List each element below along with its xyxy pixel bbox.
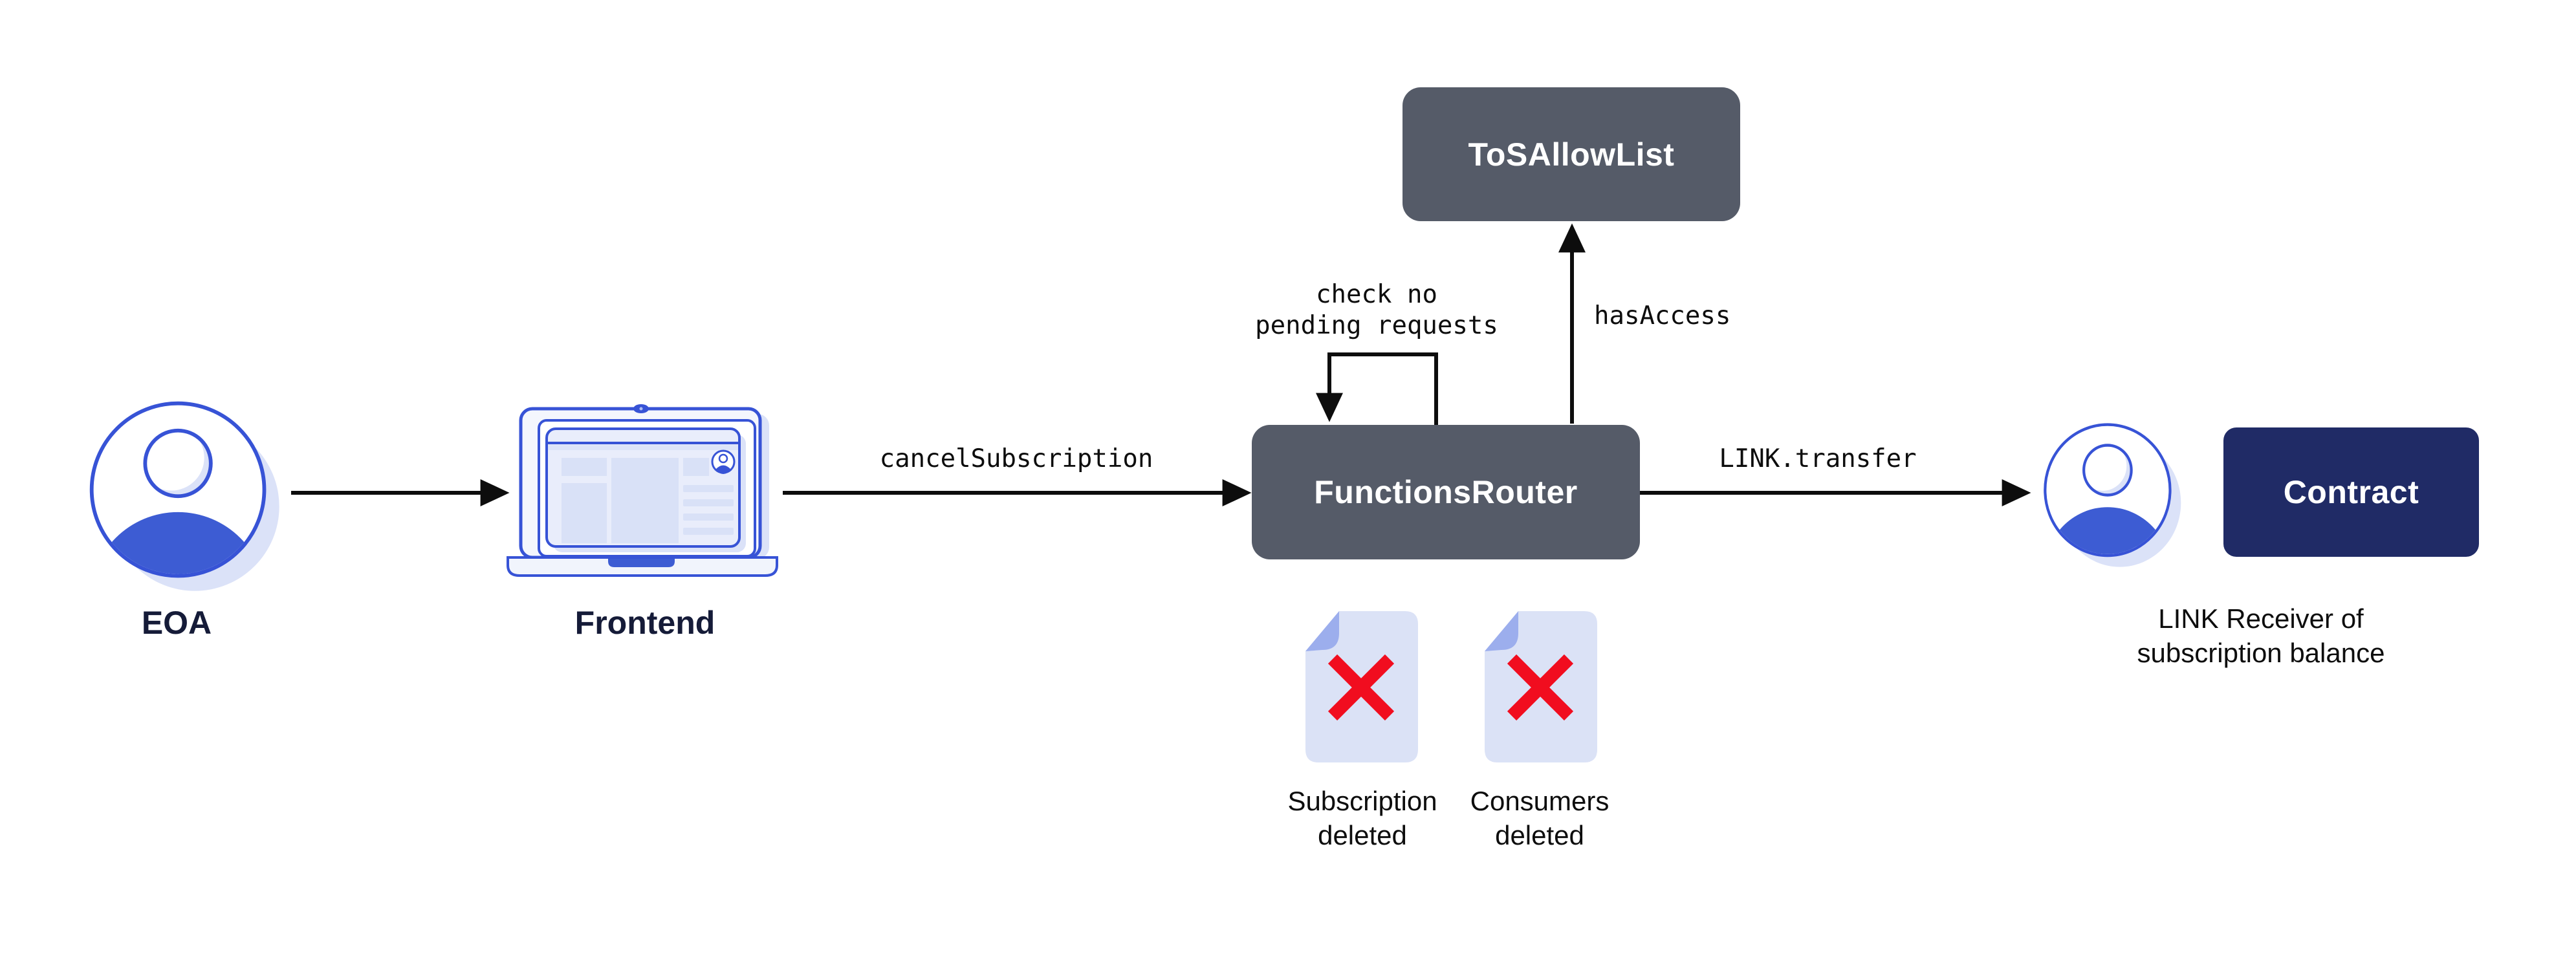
edge-label-has-access: hasAccess (1594, 301, 1731, 330)
consumers-deleted-caption: Consumers deleted (1470, 786, 1610, 850)
link-receiver-caption: LINK Receiver of subscription balance (2137, 603, 2385, 668)
subscription-deleted-caption: Subscription deleted (1287, 786, 1437, 850)
functions-router-label: FunctionsRouter (1314, 474, 1578, 510)
contract-label: Contract (2283, 474, 2419, 510)
tos-allow-list-label: ToSAllowList (1468, 136, 1675, 173)
node-contract: Contract (2223, 427, 2479, 557)
laptop-browser-icon (507, 404, 778, 577)
document-with-red-x-icon (1305, 611, 1418, 762)
edge-label-link-transfer: LINK.transfer (1719, 444, 1917, 473)
edge-label-cancel-subscription: cancelSubscription (879, 444, 1153, 473)
node-tos-allow-list: ToSAllowList (1403, 87, 1740, 221)
eoa-label: EOA (141, 605, 212, 641)
frontend-label: Frontend (574, 605, 715, 641)
edge-label-check-no-pending-requests: check no pending requests (1255, 280, 1498, 340)
arrow-router-self-loop (1316, 352, 1438, 425)
node-functions-router: FunctionsRouter (1252, 425, 1640, 559)
document-with-red-x-icon (1485, 611, 1597, 762)
person-avatar-icon (90, 404, 279, 689)
arrows (291, 223, 2031, 506)
